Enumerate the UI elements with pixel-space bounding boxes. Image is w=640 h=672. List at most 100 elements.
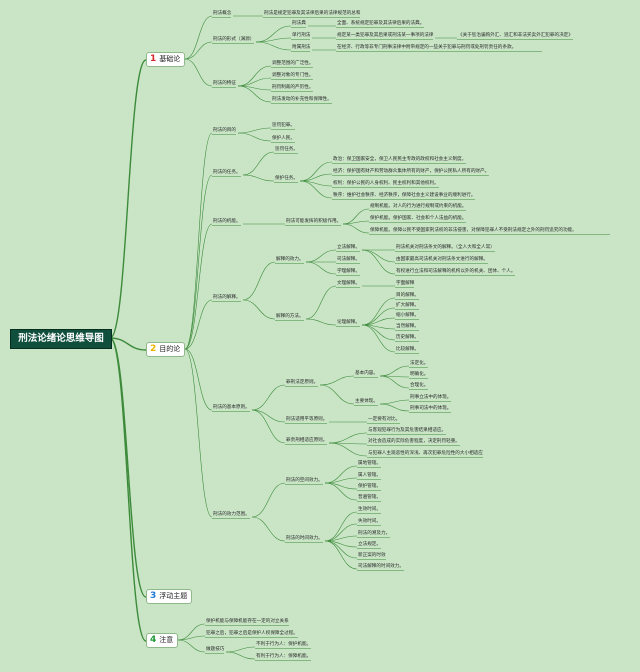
connector-line [184, 58, 213, 87]
connector-line [184, 299, 213, 350]
mind-map-node: 刑法机关对刑法条文的解释。（全人大和全人常） [396, 245, 495, 250]
mind-map-node: 由国家最高司法机关对刑法条文进行的解释。 [396, 257, 488, 262]
connector-line [242, 174, 275, 182]
mind-map-node: 刑法的解释。 [213, 295, 241, 300]
mind-map-node: 做题技巧 [206, 647, 225, 652]
mind-map-node: 犯罪之后，犯罪之后是保护人权保障全过程。 [206, 631, 298, 636]
mind-map-node: 保障机能。保障公民不受国家刑法权的非法侵害，对保障犯罪人不受刑法规定之外的刑罚追… [370, 228, 577, 233]
connector-line [184, 174, 213, 350]
mind-map-node: 比较解释。 [396, 347, 419, 352]
connector-line [184, 348, 213, 411]
branch-number: 3 [150, 591, 157, 601]
mind-map-node: 保护人民。 [272, 136, 295, 141]
connector-line [319, 375, 355, 386]
mind-map-node: 有权进行立法和司法解释的机构以外的机关、团体、个人。 [396, 269, 516, 274]
mind-map-node: 在经济、行政等非专门刑事法律中附带规定的一些关于犯罪与刑罚或处刑罚责任的条款。 [337, 45, 517, 50]
mind-map-node: 对社会造成的实际危害程度，决定刑罚轻重。 [368, 439, 460, 444]
branch-number: 2 [150, 344, 157, 354]
branch-label: 目的论 [159, 345, 181, 353]
connector-line [184, 41, 213, 60]
mind-map-node: 解释的效力。 [276, 257, 304, 262]
connector-line [342, 223, 370, 234]
mind-map-node: 《关于惩治骗购外汇、逃汇和非法买卖外汇犯罪的决定》 [458, 33, 573, 38]
connector-line [305, 249, 337, 263]
mind-map-node: 扩大解释。 [396, 303, 419, 308]
mind-map-node: 刑法典 [292, 21, 306, 26]
connector-line [361, 297, 396, 326]
mind-map-node: 明确化。 [410, 372, 429, 377]
mind-map-node: 刑法的任务。 [213, 170, 241, 175]
mind-map-node: 属地管辖。 [358, 461, 381, 466]
branch-label: 基础论 [159, 55, 181, 63]
mind-map-node: 历史解释。 [396, 335, 419, 340]
mind-map-node: 附属刑法 [292, 45, 311, 50]
mind-map-node: 政治：保卫国家安全，保卫人民民主专政的政权和社会主义制度。 [333, 157, 467, 162]
mind-map-node: 刑事立法中的体现。 [410, 395, 452, 400]
connector-line [319, 384, 355, 405]
mind-map-node: 刑法的时间效力。 [286, 536, 323, 541]
mind-map-node: 刑法的形式（渊源） [213, 37, 255, 42]
mind-map-node: 属人管辖。 [358, 473, 381, 478]
connector-line [251, 384, 286, 411]
mind-map-node: 惩罚犯罪。 [272, 123, 295, 128]
connector-line [305, 285, 337, 320]
mind-map-node: 缩小解释。 [396, 313, 419, 318]
connector-line [379, 403, 410, 412]
connector-line [237, 65, 272, 87]
mind-map-node: 保护机能。保护国家、社会和个人法益的机能。 [370, 216, 467, 221]
mind-map-node: 目的解释。 [396, 293, 419, 298]
connector-line [299, 180, 333, 199]
mind-map-node: 刑法的目的 [213, 128, 236, 133]
connector-line [299, 173, 333, 182]
connector-line [225, 646, 256, 653]
branch-number: 1 [150, 54, 157, 64]
connector-line [361, 307, 396, 326]
mind-map-node: 规制机能。对人的行为进行规制或约束的机能。 [370, 204, 467, 209]
mind-map-node: 规定某一类犯罪及其后果或刑法某一事项的法律 [337, 33, 434, 38]
mind-map-node: 与客观犯罪行为及其危害结果相适应。 [368, 428, 447, 433]
connector-line [251, 409, 286, 444]
mind-map-node: 法定化。 [410, 361, 429, 366]
connector-line [324, 465, 358, 484]
mind-map-node: 保护管辖。 [358, 484, 381, 489]
mind-map-node: 权利：保护公民的人身权利、民主权利和其他权利。 [333, 181, 439, 186]
connector-line [242, 151, 275, 176]
mind-map-node: 新正案的时效 [358, 553, 386, 558]
mind-map-node: 刑法发动的补充性和保障性。 [272, 97, 332, 102]
mind-map-node: 不利于行为人：保护机能。 [256, 642, 312, 647]
connector-line [324, 540, 358, 570]
connector-line [225, 651, 256, 660]
mind-map-node: 刑法的基本原则。 [213, 405, 250, 410]
mind-map-node: 司法解释的时间效力。 [358, 564, 404, 569]
connector-line [109, 337, 147, 598]
connector-line [184, 348, 213, 518]
connector-line [255, 41, 292, 51]
connector-line [328, 442, 368, 457]
connector-line [237, 85, 272, 103]
connector-line [324, 511, 358, 542]
connector-line [242, 261, 276, 301]
connector-line [109, 59, 147, 339]
mind-map-node: 罪刑法定原则。 [286, 380, 319, 385]
connector-line [255, 37, 292, 43]
connector-line [305, 261, 337, 275]
mind-map-node: 解释的方法。 [276, 314, 304, 319]
mind-map-node: 生效时间。 [358, 507, 381, 512]
mind-map-node: 全面、系统规定犯罪及其法律后果的法典。 [337, 21, 425, 26]
connector-line [299, 161, 333, 182]
connector-line [242, 299, 276, 320]
mind-map-node: 刑法的溯及力。 [358, 531, 391, 536]
connector-line [342, 208, 370, 225]
mind-map-node: 保护机能与保障机能存在一定的对立关系 [206, 619, 289, 624]
mind-map-node: 司法解释。 [337, 257, 360, 262]
connector-line [237, 77, 272, 87]
mind-map-node: 有利于行为人：保障机能。 [256, 654, 312, 659]
connector-line [379, 365, 410, 377]
connector-line [361, 249, 396, 275]
connector-line [328, 432, 368, 444]
connector-line [184, 15, 213, 60]
